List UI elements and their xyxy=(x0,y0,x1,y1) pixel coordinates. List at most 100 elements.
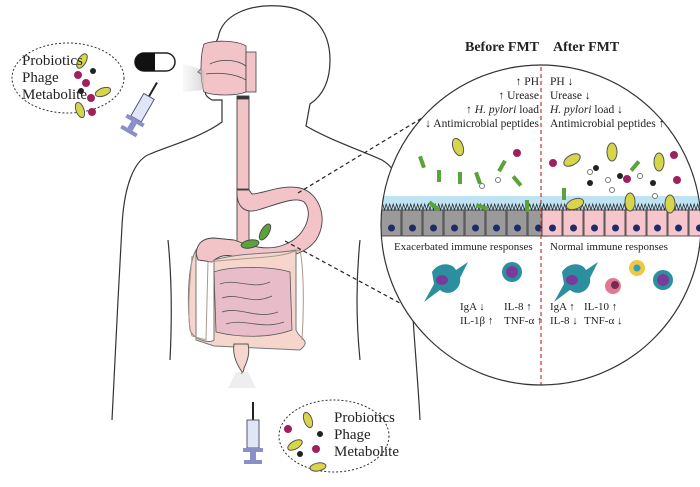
change-hpylori: H. pylori load ↓ xyxy=(550,104,623,116)
cell-nucleus xyxy=(612,224,619,232)
cell-nucleus xyxy=(633,224,640,232)
phage-icon xyxy=(78,88,84,94)
bacteria-icon xyxy=(94,86,112,98)
epithelium-after xyxy=(541,202,700,237)
microvilli xyxy=(485,202,508,212)
after-microbes xyxy=(549,142,681,214)
cell-nucleus xyxy=(472,224,479,232)
change-ph: ↑ PH xyxy=(515,76,539,88)
stomach xyxy=(196,186,323,263)
epithelial-cell xyxy=(604,209,626,237)
phage-icon xyxy=(90,68,96,74)
syringe-icon xyxy=(243,402,263,464)
cytokine-iga: IgA ↑ xyxy=(550,301,575,313)
oral-cavity xyxy=(200,40,257,96)
excretion-beam xyxy=(228,372,256,388)
cell-nucleus xyxy=(570,224,577,232)
cell-nucleus xyxy=(514,224,521,232)
hpylori-colony-icon xyxy=(258,223,272,241)
epithelial-cell xyxy=(506,209,528,237)
before-hpylori xyxy=(418,137,529,212)
microvilli xyxy=(646,202,669,212)
epithelial-cell xyxy=(625,209,647,237)
metabolite-icon xyxy=(88,108,96,116)
cell-nucleus xyxy=(591,224,598,232)
microvilli xyxy=(583,202,606,212)
before-immune-label: Exacerbated immune responses xyxy=(394,241,533,253)
item-phage: Phage xyxy=(334,427,371,443)
epithelial-cell xyxy=(464,209,486,237)
epithelial-cell xyxy=(646,209,668,237)
microvilli xyxy=(443,202,466,212)
esophagus xyxy=(236,95,250,247)
cytokine-il8: IL-8 ↑ xyxy=(504,301,532,313)
cell-nucleus xyxy=(388,224,395,232)
cell-nucleus xyxy=(675,224,682,232)
microvilli xyxy=(401,202,424,212)
metabolite-icon xyxy=(87,94,95,102)
cytokine-tnfa: TNF-α ↑ xyxy=(504,315,543,327)
after-changes: PH ↓ Urease ↓ H. pylori load ↓ Antimicro… xyxy=(550,75,664,131)
cell-nucleus xyxy=(654,224,661,232)
top-ellipse-microbes xyxy=(74,53,112,119)
after-cytokines: IgA ↑ IL-10 ↑ IL-8 ↓ TNF-α ↓ xyxy=(550,300,622,328)
bacteria-icon xyxy=(287,439,303,451)
microvilli xyxy=(506,202,529,212)
microvilli xyxy=(541,202,564,212)
top-delivery-list: Probiotics Phage Metabolite xyxy=(22,53,87,104)
microvilli xyxy=(464,202,487,212)
change-ph: PH ↓ xyxy=(550,76,574,88)
epithelial-cell xyxy=(562,209,584,237)
cell-nucleus xyxy=(535,224,542,232)
cell-nucleus xyxy=(451,224,458,232)
microvilli xyxy=(422,202,445,212)
bacteria-icon xyxy=(309,462,327,472)
top-delivery-ellipse xyxy=(11,42,125,114)
microvilli xyxy=(381,202,403,212)
metabolite-icon xyxy=(82,79,90,87)
bottom-ellipse-microbes xyxy=(284,411,327,472)
capsule-icon xyxy=(134,52,176,72)
item-phage: Phage xyxy=(22,70,59,86)
magnified-view xyxy=(381,65,700,385)
bacteria-icon xyxy=(74,101,86,119)
epithelium-before xyxy=(381,202,550,237)
epithelial-cell xyxy=(667,209,689,237)
epithelial-cell xyxy=(422,209,444,237)
metabolite-icon xyxy=(312,445,320,453)
cytokine-iga: IgA ↓ xyxy=(460,301,485,313)
metabolite-icon xyxy=(284,425,292,433)
microvilli xyxy=(604,202,627,212)
epithelial-cell xyxy=(443,209,465,237)
item-probiotics: Probiotics xyxy=(22,53,83,69)
epithelial-cell xyxy=(688,209,700,237)
epithelial-cell xyxy=(583,209,605,237)
bacteria-icon xyxy=(76,53,88,69)
mucus-layer xyxy=(381,196,700,210)
cytokine-tnfa: TNF-α ↓ xyxy=(584,315,623,327)
item-metabolite: Metabolite xyxy=(334,444,399,460)
epithelial-cell xyxy=(541,209,563,237)
change-amp: ↓ Antimicrobial peptides xyxy=(425,118,539,130)
immune-cells xyxy=(424,260,673,302)
delivery-beam xyxy=(183,64,204,92)
after-fmt-title: After FMT xyxy=(553,40,620,55)
phage-icon xyxy=(317,431,323,437)
before-cytokines: IgA ↓ IL-8 ↑ IL-1β ↑ TNF-α ↑ xyxy=(460,300,542,328)
change-amp: Antimicrobial peptides ↑ xyxy=(550,118,665,130)
epithelial-cell xyxy=(401,209,423,237)
metabolite-icon xyxy=(74,71,82,79)
epithelial-cell xyxy=(485,209,507,237)
cytokine-il10: IL-10 ↑ xyxy=(584,301,618,313)
change-urease: Urease ↓ xyxy=(550,90,591,102)
phage-icon xyxy=(297,451,303,457)
bottom-delivery-ellipse xyxy=(278,399,390,473)
epithelial-cell xyxy=(381,209,402,237)
change-urease: ↑ Urease xyxy=(498,90,539,102)
syringe-icon xyxy=(120,82,158,138)
cell-nucleus xyxy=(409,224,416,232)
cytokine-il8: IL-8 ↓ xyxy=(550,315,578,327)
cytokine-il1b: IL-1β ↑ xyxy=(460,315,494,327)
cell-nucleus xyxy=(430,224,437,232)
magnified-circle-outline xyxy=(380,64,700,386)
